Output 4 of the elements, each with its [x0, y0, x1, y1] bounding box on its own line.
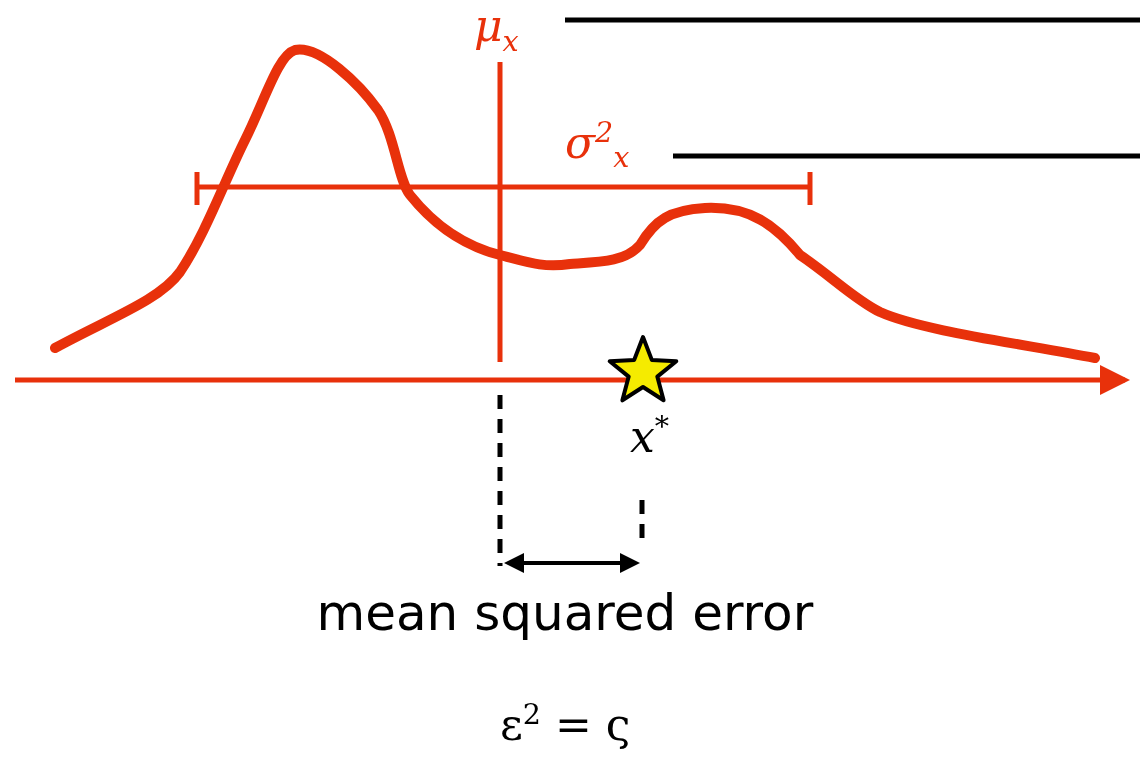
- mean-symbol: μ$_{x}$: [474, 4, 519, 56]
- error-formula: ε$^{2}$ = ς: [500, 700, 631, 747]
- caption-text: mean squared error: [316, 588, 814, 638]
- target-symbol: x$^{*}$: [630, 412, 670, 459]
